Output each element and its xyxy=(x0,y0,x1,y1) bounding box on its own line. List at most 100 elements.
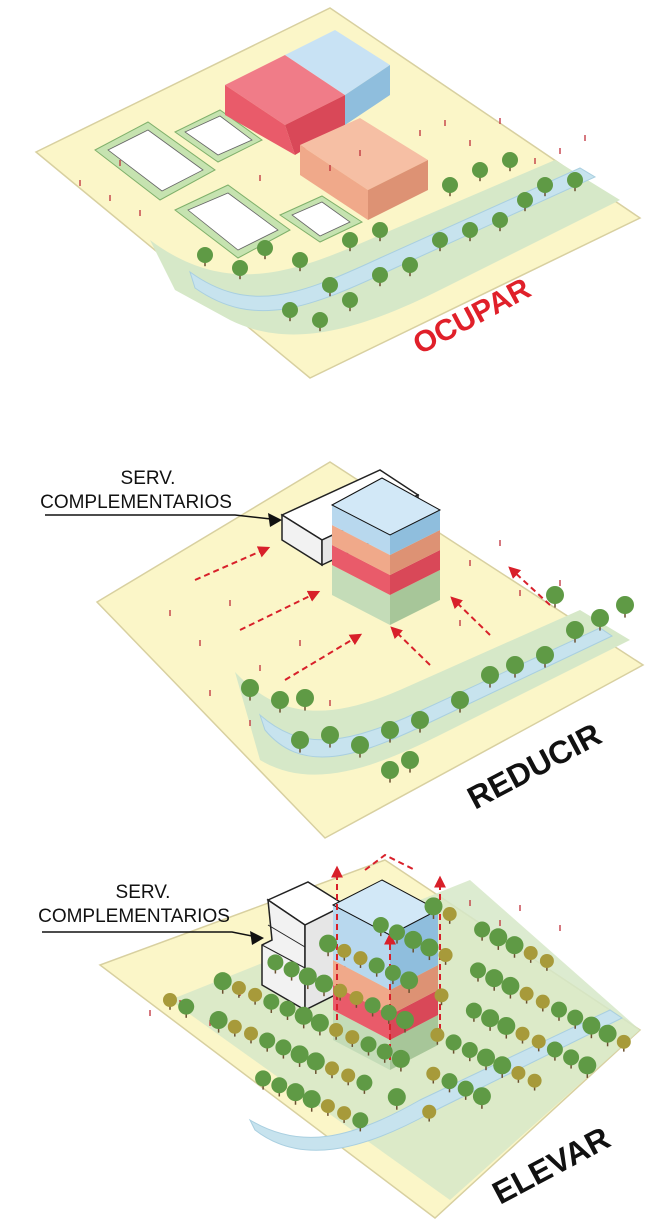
tree-icon xyxy=(502,152,518,172)
tree-icon xyxy=(282,302,298,322)
trees-group xyxy=(79,118,586,332)
tree-icon xyxy=(380,1004,397,1024)
tower-layer-green xyxy=(390,570,440,625)
tree-icon xyxy=(566,621,584,643)
tree-icon xyxy=(315,974,333,997)
tree-icon xyxy=(291,731,309,753)
tree-icon xyxy=(430,1027,445,1045)
tree-icon xyxy=(381,761,399,783)
block-orange xyxy=(368,160,428,220)
tree-icon xyxy=(567,172,583,192)
tree-icon xyxy=(351,736,369,758)
block-red xyxy=(225,55,345,125)
tree-icon xyxy=(470,962,486,982)
callout-line2: COMPLEMENTARIOS xyxy=(40,492,232,513)
tower-layer-blue xyxy=(332,505,390,555)
tree-icon xyxy=(616,1034,631,1052)
tree-icon xyxy=(506,656,524,678)
tree-icon xyxy=(227,1019,242,1037)
tree-icon xyxy=(515,1026,530,1044)
callout-line1: SERV. xyxy=(116,882,171,903)
tree-icon xyxy=(337,943,352,961)
tree-icon xyxy=(263,993,280,1013)
tree-icon xyxy=(517,192,533,212)
tree-icon xyxy=(290,1045,309,1067)
sports-court xyxy=(187,192,279,251)
tree-icon xyxy=(401,751,419,773)
block-blue xyxy=(285,30,390,95)
tree-icon xyxy=(259,1032,276,1052)
tree-icon xyxy=(531,1034,546,1052)
tree-icon xyxy=(442,907,457,924)
tree-icon xyxy=(337,1106,352,1123)
tree-icon xyxy=(321,726,339,748)
tree-icon xyxy=(424,897,443,919)
tree-icon xyxy=(294,1006,313,1029)
tree-icon xyxy=(298,967,317,990)
tree-icon xyxy=(551,1001,567,1021)
tree-icon xyxy=(364,997,381,1017)
tree-icon xyxy=(329,1022,344,1040)
tree-icon xyxy=(465,1002,482,1022)
tree-icon xyxy=(578,1056,597,1078)
tree-icon xyxy=(296,689,314,711)
panel-ocupar: OCUPAR xyxy=(34,7,642,379)
tree-icon xyxy=(536,646,554,668)
tree-icon xyxy=(376,1043,393,1063)
tree-icon xyxy=(356,1074,373,1094)
block-red xyxy=(285,95,345,155)
tree-icon xyxy=(422,1104,437,1122)
tree-icon xyxy=(279,1000,296,1020)
tree-icon xyxy=(598,1024,617,1047)
trees-group xyxy=(149,897,631,1132)
ground-plane xyxy=(95,461,645,839)
tree-icon xyxy=(213,972,232,994)
tree-icon xyxy=(352,1112,369,1132)
tree-icon xyxy=(257,240,273,260)
tower-layer-orange xyxy=(390,530,440,575)
tree-icon xyxy=(481,666,499,688)
tree-icon xyxy=(457,1080,474,1100)
tree-icon xyxy=(438,948,453,965)
tree-icon xyxy=(426,1066,441,1084)
tower-top xyxy=(330,477,442,536)
tree-icon xyxy=(197,247,213,267)
tree-icon xyxy=(474,921,491,941)
tower-layer-orange xyxy=(390,965,438,1015)
tree-icon xyxy=(391,1049,410,1072)
tree-icon xyxy=(451,691,469,713)
tree-icon xyxy=(372,916,389,937)
tree-icon xyxy=(271,1077,288,1097)
tree-icon xyxy=(360,1036,377,1056)
callout-arrowhead xyxy=(268,513,282,527)
tree-icon xyxy=(342,232,358,252)
tree-icon xyxy=(333,983,348,1001)
block-red xyxy=(225,85,295,155)
tower-layer-green xyxy=(333,1010,390,1070)
tower-layer-orange xyxy=(332,525,390,575)
tree-icon xyxy=(345,1030,360,1047)
tree-icon xyxy=(271,691,289,713)
tree-icon xyxy=(244,1026,258,1044)
block-orange xyxy=(300,118,428,190)
tree-icon xyxy=(535,994,550,1012)
tree-icon xyxy=(353,951,368,968)
tree-icon xyxy=(492,212,508,232)
tree-icon xyxy=(472,1087,491,1109)
tree-icon xyxy=(283,961,300,981)
sports-court xyxy=(184,115,253,156)
tree-icon xyxy=(302,1090,321,1112)
block-blue xyxy=(345,65,390,125)
tree-icon xyxy=(505,936,524,958)
trees-group xyxy=(169,540,634,783)
tower-layer-blue xyxy=(390,510,440,555)
tree-icon xyxy=(267,954,284,974)
tree-icon xyxy=(400,971,419,993)
tree-icon xyxy=(497,1016,516,1039)
tree-icon xyxy=(442,177,458,197)
tree-icon xyxy=(591,609,609,631)
tree-icon xyxy=(349,991,364,1008)
tree-icon xyxy=(493,1056,512,1078)
tree-icon xyxy=(523,946,538,963)
